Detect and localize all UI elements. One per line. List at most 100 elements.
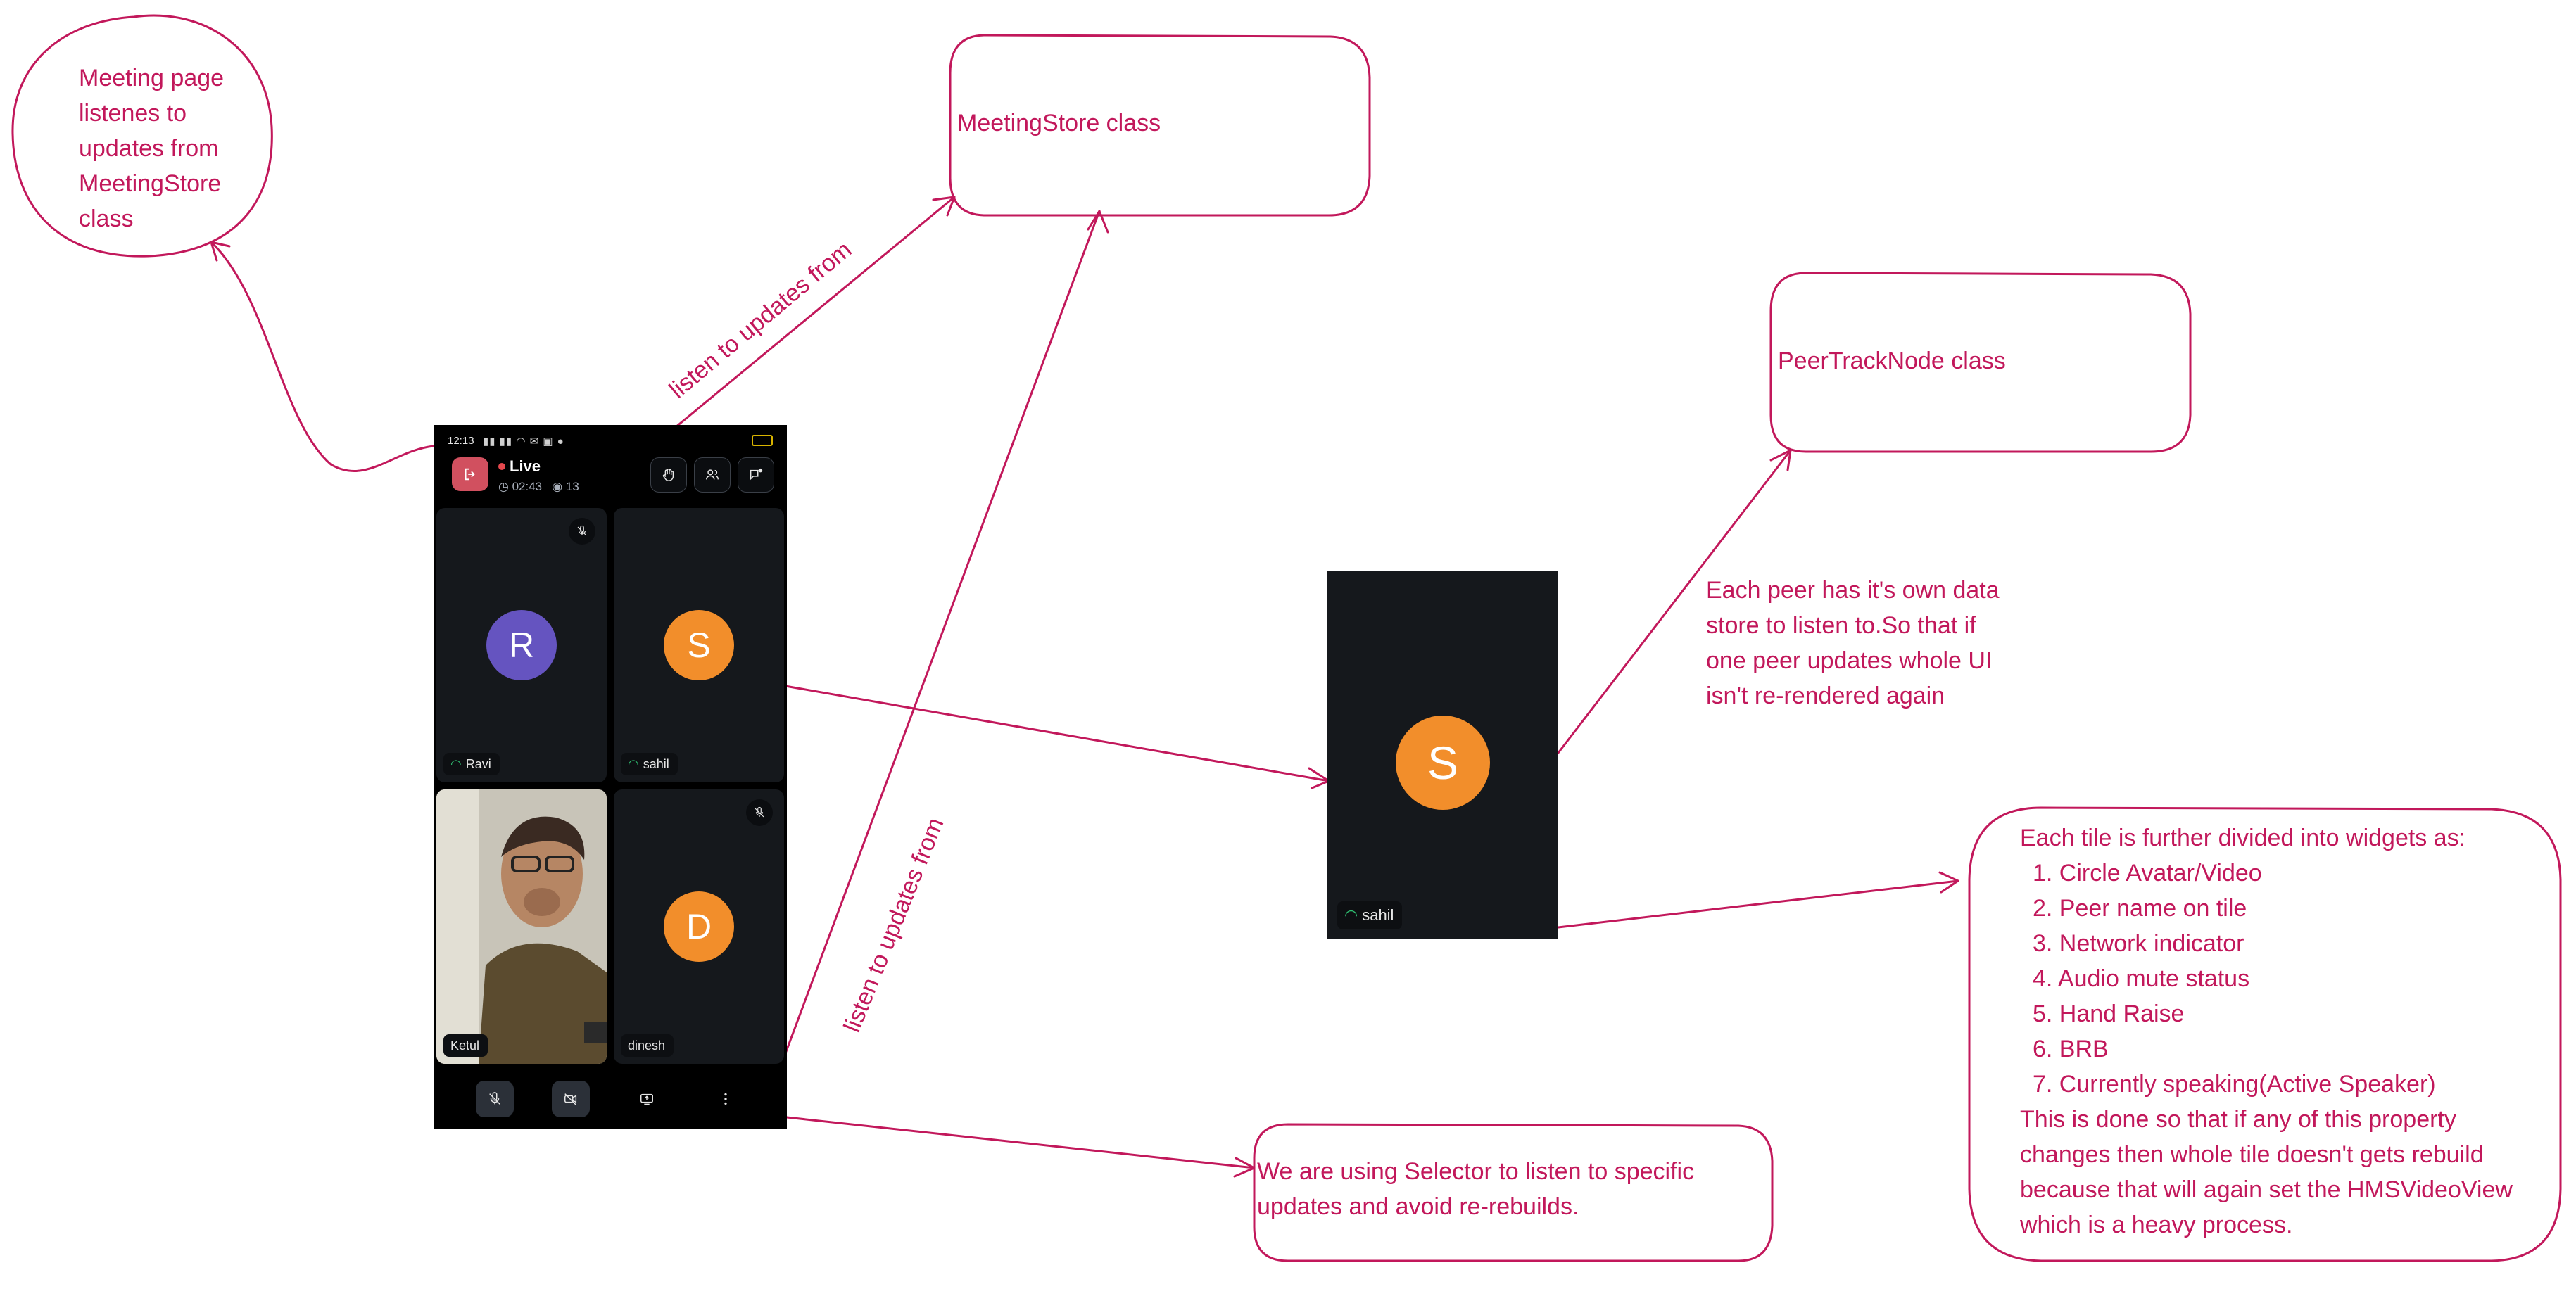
arrow-tile-to-big: [780, 684, 1330, 782]
mute-badge: [746, 799, 773, 826]
meetingstore-box: [949, 34, 1371, 217]
leave-icon: [465, 468, 475, 481]
note-line: updates from: [79, 135, 219, 162]
camera-toggle-button[interactable]: [552, 1081, 590, 1117]
meetingstore-label: MeetingStore class: [957, 110, 1161, 136]
mic-off-icon: [489, 1092, 500, 1105]
note-line: We are using Selector to listen to speci…: [1257, 1158, 1695, 1185]
widgets-box: [1968, 806, 2562, 1262]
peer-name: dinesh: [628, 1038, 666, 1053]
note-line: MeetingStore: [79, 170, 222, 197]
peer-tile-sahil[interactable]: S ◠ sahil: [614, 508, 784, 782]
mute-badge: [569, 518, 595, 545]
list-item: 1. Circle Avatar/Video: [2033, 860, 2262, 887]
chat-button[interactable]: [738, 457, 774, 493]
mic-off-icon: [577, 525, 587, 536]
hand-raise-button[interactable]: [650, 457, 687, 493]
peer-name-chip: ◠ sahil: [621, 753, 678, 775]
widgets-list: 1. Circle Avatar/Video 2. Peer name on t…: [2020, 856, 2513, 1102]
more-options-button[interactable]: [707, 1081, 745, 1117]
peer-name: Ketul: [450, 1038, 480, 1053]
list-item: 3. Network indicator: [2033, 930, 2244, 957]
peertracknode-box: [1769, 272, 2192, 453]
selector-note: We are using Selector to listen to speci…: [1257, 1154, 1694, 1224]
list-item: 7. Currently speaking(Active Speaker): [2033, 1071, 2436, 1098]
note-line: Meeting page: [79, 65, 225, 91]
note-line: isn't re-rendered again: [1706, 682, 1945, 709]
peer-name: sahil: [1362, 906, 1394, 924]
status-icons: ▮▮ ▮▮ ◠ ✉ ▣ ●: [483, 436, 564, 447]
arrow-header-to-store: [646, 196, 956, 452]
video-feed: [436, 789, 607, 1064]
peer-tile-ketul[interactable]: Ketul: [436, 789, 607, 1064]
list-item: 4. Audio mute status: [2033, 965, 2250, 992]
viewer-count: 13: [565, 480, 579, 493]
camera-off-icon: [564, 1093, 577, 1105]
note-line: one peer updates whole UI: [1706, 647, 1993, 674]
mic-toggle-button[interactable]: [476, 1081, 514, 1117]
live-label: Live: [510, 457, 541, 475]
participants-icon: [706, 469, 719, 480]
peer-name: sahil: [643, 756, 669, 771]
peertracknode-label: PeerTrackNode class: [1778, 348, 2006, 374]
peer-store-note: Each peer has it's own data store to lis…: [1706, 573, 2000, 713]
list-item: 5. Hand Raise: [2033, 1000, 2185, 1027]
network-icon: ◠: [450, 756, 462, 771]
peer-track-node-tile: S ◠ sahil: [1327, 571, 1558, 939]
arrow-big-to-widgets: [1557, 879, 1959, 929]
note-line: class: [79, 205, 134, 232]
more-vertical-icon: [724, 1093, 727, 1105]
arrow-controls-to-selector: [785, 1116, 1256, 1169]
peer-tile-dinesh[interactable]: D dinesh: [614, 789, 784, 1064]
note-line: listenes to: [79, 100, 187, 127]
list-item: 6. BRB: [2033, 1036, 2109, 1062]
peer-name-chip: ◠ sahil: [1337, 901, 1403, 929]
note-line: store to listen to.So that if: [1706, 612, 1976, 639]
avatar: R: [486, 610, 557, 680]
meeting-stats: ◷ 02:43 ◉ 13: [498, 480, 579, 494]
avatar: S: [664, 610, 734, 680]
live-dot-icon: [498, 463, 505, 470]
screen-share-button[interactable]: [628, 1081, 666, 1117]
arrow-big-to-ptn: [1557, 449, 1792, 754]
network-icon: ◠: [628, 756, 639, 771]
arrow-controls-to-store: [773, 210, 1101, 1085]
avatar: D: [664, 891, 734, 962]
note-line: changes then whole tile doesn't gets reb…: [2020, 1141, 2484, 1168]
peer-tile-ravi[interactable]: R ◠ Ravi: [436, 508, 607, 782]
clock-icon: ◷: [498, 480, 509, 493]
screen-share-icon: [640, 1093, 653, 1105]
arrow-to-meeting-page: [210, 241, 435, 472]
peer-name-chip: Ketul: [443, 1034, 488, 1057]
widgets-note: Each tile is further divided into widget…: [2020, 820, 2513, 1243]
avatar: S: [1396, 716, 1490, 810]
participants-button[interactable]: [694, 457, 731, 493]
meeting-page-circle: [11, 14, 273, 258]
list-item: 2. Peer name on tile: [2033, 895, 2247, 922]
mic-off-icon: [755, 806, 764, 818]
note-line: This is done so that if any of this prop…: [2020, 1106, 2456, 1133]
selector-box: [1253, 1123, 1774, 1262]
viewers-icon: ◉: [552, 480, 563, 493]
note-line: Each peer has it's own data: [1706, 577, 2000, 604]
peer-name-chip: ◠ Ravi: [443, 753, 500, 775]
meeting-header: Live ◷ 02:43 ◉ 13: [446, 453, 774, 493]
leave-button[interactable]: [452, 457, 488, 491]
note-line: which is a heavy process.: [2020, 1212, 2293, 1238]
note-line: because that will again set the HMSVideo…: [2020, 1176, 2513, 1203]
hand-icon: [662, 469, 674, 481]
note-line: updates and avoid re-rebuilds.: [1257, 1193, 1579, 1220]
status-bar: 12:13 ▮▮ ▮▮ ◠ ✉ ▣ ●: [434, 425, 787, 447]
battery-icon: [752, 435, 773, 446]
note-line: Each tile is further divided into widget…: [2020, 825, 2466, 851]
peer-name: Ravi: [465, 756, 491, 771]
live-status: Live ◷ 02:43 ◉ 13: [498, 457, 579, 494]
phone-screenshot: 12:13 ▮▮ ▮▮ ◠ ✉ ▣ ● Live ◷ 02:43 ◉ 13: [434, 425, 787, 1129]
chat-icon: [750, 468, 763, 481]
control-bar: [446, 1081, 774, 1120]
network-icon: ◠: [1344, 906, 1358, 924]
meeting-page-note: Meeting page listenes to updates from Me…: [79, 61, 224, 236]
meeting-duration: 02:43: [512, 480, 543, 493]
status-time: 12:13: [448, 435, 474, 447]
